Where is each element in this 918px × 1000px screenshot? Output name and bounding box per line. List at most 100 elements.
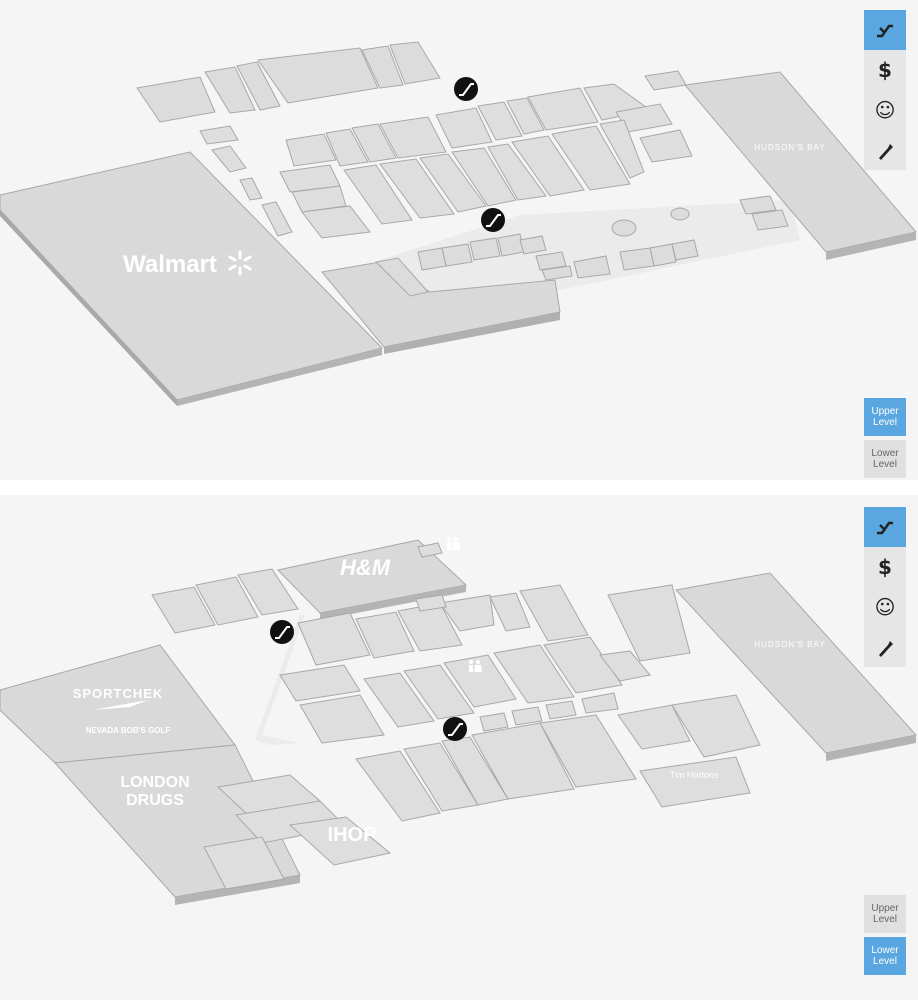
store-unit[interactable]: [649, 243, 677, 267]
store-unit[interactable]: [325, 128, 369, 167]
store-unit[interactable]: [477, 101, 523, 141]
store-unit[interactable]: [351, 123, 397, 163]
store-unit[interactable]: [301, 205, 371, 239]
store-unit[interactable]: [389, 41, 441, 85]
store-unit[interactable]: [136, 76, 216, 123]
escalator-filter-button[interactable]: [864, 507, 906, 547]
store-unit[interactable]: [363, 672, 435, 728]
lower-level-button[interactable]: Lower Level: [864, 440, 906, 478]
store-unit[interactable]: [195, 576, 259, 626]
washrooms-filter-button[interactable]: [864, 130, 906, 170]
kiosk-round[interactable]: [670, 207, 690, 221]
store-unit[interactable]: [417, 247, 447, 271]
store-unit[interactable]: [639, 129, 693, 163]
store-unit[interactable]: [417, 542, 443, 558]
store-unit[interactable]: [619, 247, 655, 271]
store-unit[interactable]: [519, 235, 547, 255]
store-unit[interactable]: [443, 654, 517, 708]
store-unit[interactable]: [374, 257, 429, 297]
store-unit[interactable]: [204, 66, 256, 114]
store-unit[interactable]: [257, 47, 379, 104]
store-unit[interactable]: [541, 265, 573, 281]
store-unit[interactable]: [493, 644, 575, 704]
store-unit[interactable]: [211, 145, 247, 173]
store-unit[interactable]: [297, 612, 371, 666]
store-unit[interactable]: [203, 836, 285, 890]
store-unit[interactable]: [343, 164, 413, 225]
store-unit[interactable]: [487, 143, 547, 201]
store-unit[interactable]: [379, 116, 447, 159]
store-unit[interactable]: [355, 611, 415, 659]
store-unit[interactable]: [511, 706, 543, 726]
store-unit[interactable]: [379, 158, 455, 219]
store-unit[interactable]: [236, 61, 281, 111]
store-unit[interactable]: [527, 87, 599, 131]
kiosk-round[interactable]: [611, 219, 637, 237]
store-unit[interactable]: [355, 750, 441, 822]
store-unit[interactable]: [644, 70, 687, 91]
lower-level-map[interactable]: SPORTCHEK NEVADA BOB'S GOLF LONDON DRUGS…: [0, 495, 918, 1000]
store-unit[interactable]: [639, 756, 751, 808]
store-unit[interactable]: [671, 239, 699, 261]
store-unit[interactable]: [535, 251, 567, 271]
store-unit[interactable]: [471, 722, 575, 800]
london-drugs-label-line1: LONDON: [120, 774, 189, 791]
store-unit[interactable]: [288, 816, 392, 866]
store-unit[interactable]: [415, 594, 447, 612]
store-unit[interactable]: [403, 664, 475, 720]
store-unit[interactable]: [237, 568, 299, 616]
guest-services-filter-button[interactable]: ☺: [864, 90, 906, 130]
store-unit[interactable]: [511, 135, 585, 197]
upper-level-button[interactable]: Upper Level: [864, 895, 906, 933]
store-unit[interactable]: [599, 650, 651, 682]
store-unit[interactable]: [519, 584, 589, 642]
store-unit[interactable]: [469, 237, 501, 261]
upper-level-label: Upper Level: [871, 903, 899, 925]
store-unit[interactable]: [361, 45, 404, 89]
store-unit[interactable]: [419, 153, 487, 213]
atm-filter-button[interactable]: $: [864, 547, 906, 587]
store-unit[interactable]: [539, 714, 637, 788]
washrooms-filter-button[interactable]: [864, 627, 906, 667]
store-unit[interactable]: [435, 107, 493, 149]
bottle-icon: [879, 641, 893, 657]
store-unit[interactable]: [441, 243, 473, 267]
escalator-marker[interactable]: [481, 208, 505, 232]
store-unit[interactable]: [451, 147, 517, 207]
store-unit[interactable]: [239, 177, 263, 201]
store-unit[interactable]: [607, 584, 691, 662]
store-unit[interactable]: [285, 133, 337, 167]
nevada-bobs-label: NEVADA BOB'S GOLF: [86, 726, 171, 735]
store-unit[interactable]: [261, 201, 293, 237]
escalator-marker[interactable]: [454, 77, 478, 101]
store-unit[interactable]: [671, 694, 761, 758]
guest-services-filter-button[interactable]: ☺: [864, 587, 906, 627]
store-unit[interactable]: [581, 692, 619, 714]
upper-level-button[interactable]: Upper Level: [864, 398, 906, 436]
store-unit[interactable]: [479, 712, 509, 732]
store-unit[interactable]: [573, 255, 611, 279]
store-unit[interactable]: [299, 694, 385, 744]
store-unit[interactable]: [739, 195, 777, 215]
store-sportchek[interactable]: [0, 644, 236, 764]
store-unit[interactable]: [279, 664, 361, 702]
store-unit[interactable]: [151, 586, 216, 634]
store-unit[interactable]: [599, 119, 645, 179]
store-hm-front: [320, 585, 466, 620]
store-unit[interactable]: [551, 125, 631, 191]
escalator-filter-button[interactable]: [864, 10, 906, 50]
store-unit[interactable]: [506, 97, 545, 135]
escalator-marker[interactable]: [270, 620, 294, 644]
store-unit[interactable]: [543, 636, 623, 694]
lower-level-button[interactable]: Lower Level: [864, 937, 906, 975]
atm-filter-button[interactable]: $: [864, 50, 906, 90]
escalator-marker[interactable]: [443, 717, 467, 741]
store-unit[interactable]: [617, 704, 691, 750]
store-unit[interactable]: [199, 125, 239, 145]
store-unit[interactable]: [545, 700, 577, 720]
store-unit[interactable]: [751, 209, 789, 231]
upper-level-map[interactable]: Walmart HUDSON'S BAY: [0, 0, 918, 480]
store-unit[interactable]: [489, 592, 531, 632]
store-unit[interactable]: [497, 233, 525, 257]
store-unit[interactable]: [439, 594, 495, 632]
